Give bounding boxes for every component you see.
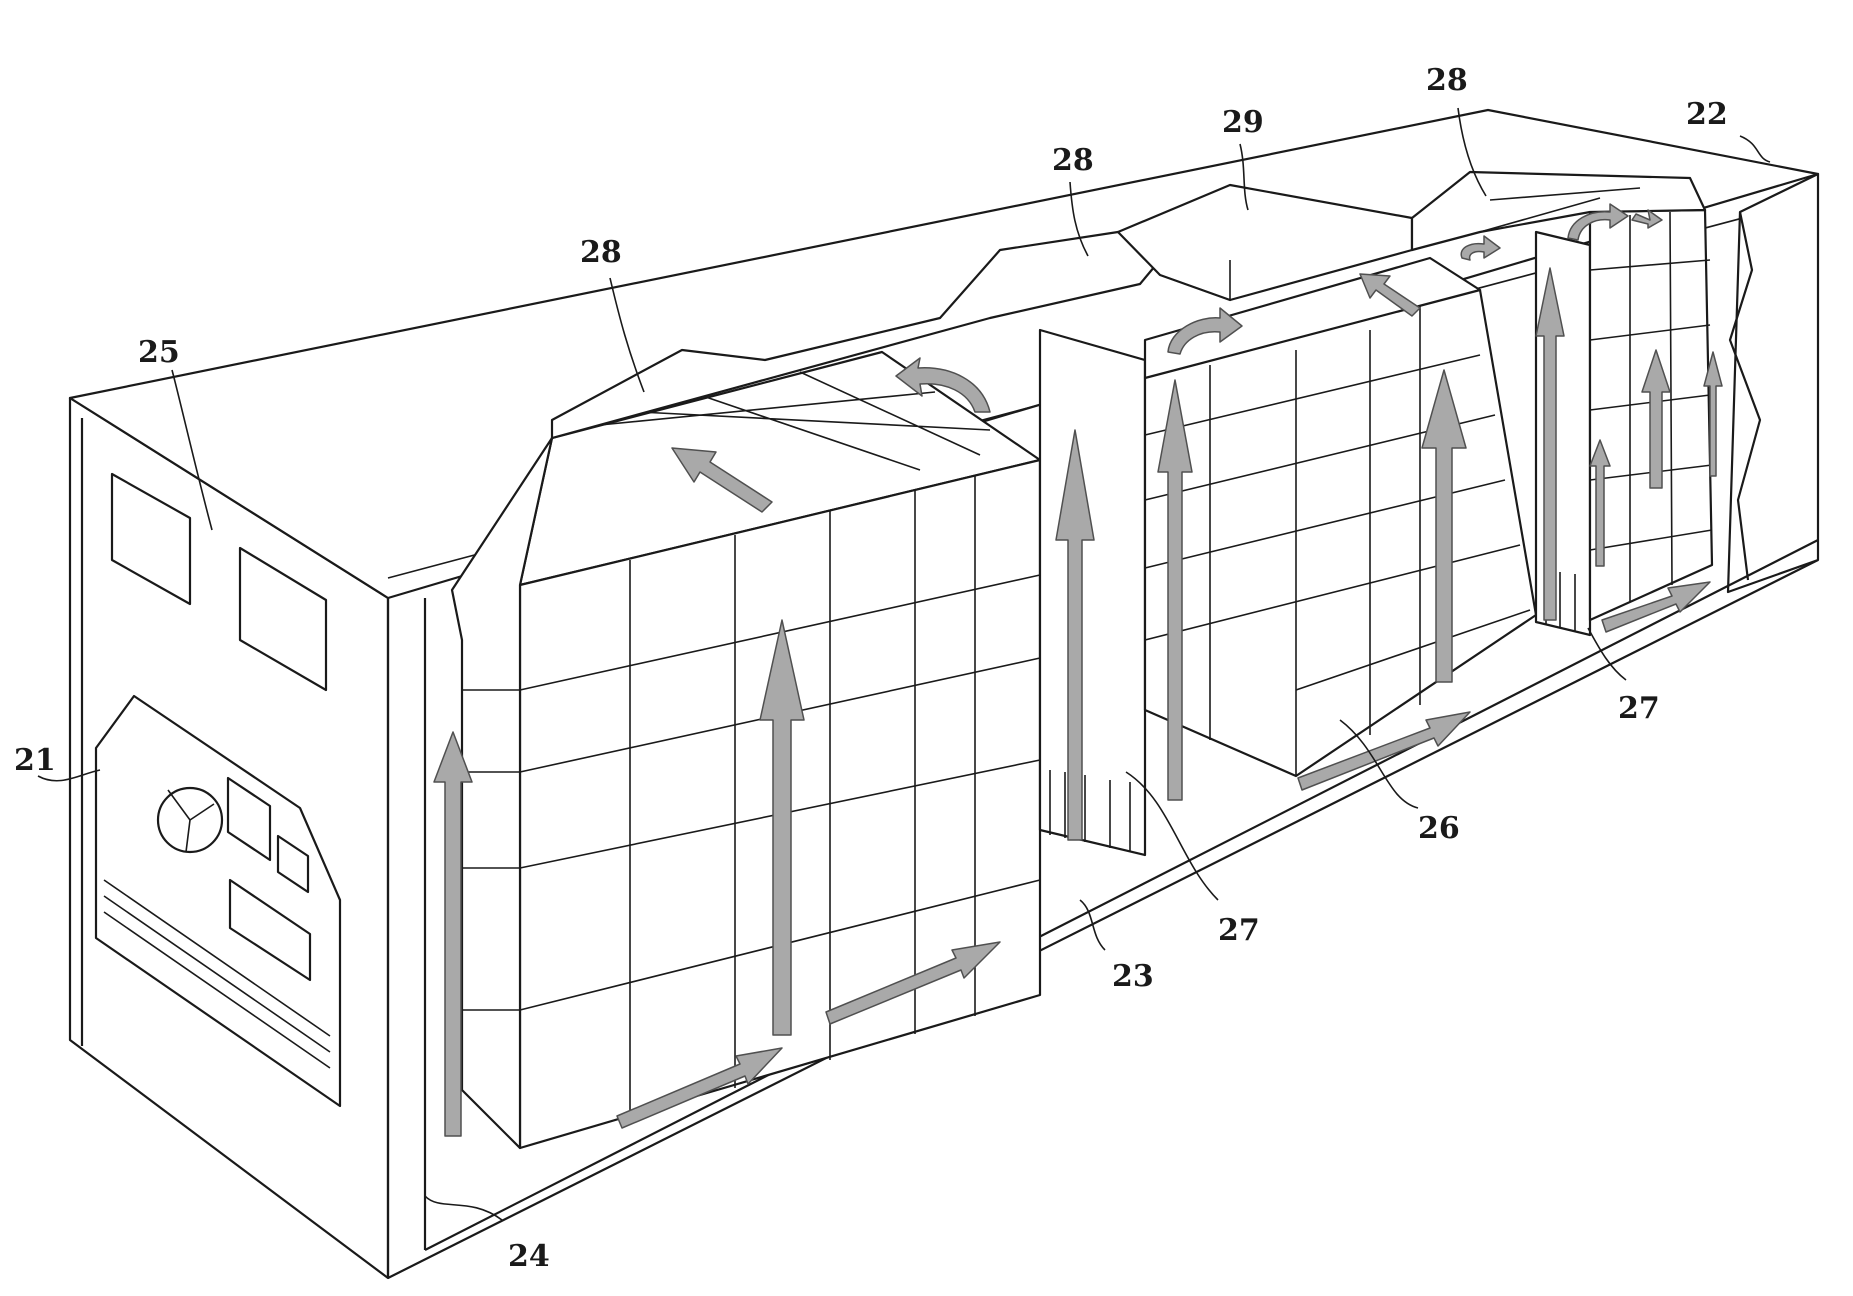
arrow-curved-icon <box>895 357 991 413</box>
arrow-up-icon <box>1703 351 1723 477</box>
arrow-up-icon <box>1157 379 1193 801</box>
leader-21 <box>37 769 101 782</box>
refrigeration-unit <box>94 472 342 1108</box>
stack1-top-grid <box>599 371 991 471</box>
divider1-slats <box>1049 770 1131 852</box>
unit-housing <box>94 694 342 1108</box>
label-21: 21 <box>14 743 56 778</box>
airflow-arrows <box>433 203 1723 1137</box>
arrow-curved-icon <box>1460 235 1501 261</box>
arrow-top-icon <box>1359 273 1421 317</box>
stack2-grid-h <box>1144 354 1531 691</box>
leader-lines <box>37 107 1771 1221</box>
label-29: 29 <box>1222 105 1264 140</box>
vent-panel-left <box>110 472 192 606</box>
leader-29 <box>1239 143 1249 211</box>
arrow-up-icon <box>1055 429 1095 841</box>
label-28-c: 28 <box>1426 63 1468 98</box>
arrow-curved-icon <box>1567 203 1629 241</box>
rear-wall-torn-edge <box>1728 211 1762 581</box>
label-28-a: 28 <box>580 235 622 270</box>
arrow-diagonal-icon <box>1601 581 1711 633</box>
stack2-grid-v <box>1209 305 1421 776</box>
control-box-c <box>228 878 312 982</box>
reference-labels: 21 22 23 24 25 26 27 27 28 28 28 29 <box>14 63 1728 1274</box>
label-22: 22 <box>1686 97 1728 132</box>
label-27-a: 27 <box>1218 913 1260 948</box>
front-frame-post <box>80 418 427 1278</box>
fan-blades <box>167 789 215 853</box>
cargo-stack-middle <box>1143 256 1538 778</box>
leader-23 <box>1079 899 1106 951</box>
stack1-grid-v <box>629 475 976 1118</box>
arrow-top-icon <box>671 447 773 513</box>
leader-27-a <box>1125 771 1219 901</box>
container-rear-end-wall <box>1726 172 1820 594</box>
cargo-stack-front <box>450 350 1042 1150</box>
leader-28-b <box>1069 181 1089 257</box>
leader-26 <box>1339 719 1419 809</box>
label-24: 24 <box>508 1239 550 1274</box>
arrow-diagonal-icon <box>1297 711 1471 791</box>
leader-22 <box>1739 135 1771 163</box>
arrow-up-icon <box>1589 439 1611 567</box>
leader-28-a <box>609 277 645 393</box>
arrow-curved-icon <box>1167 307 1243 355</box>
leader-28-c <box>1457 107 1487 197</box>
stack3-grid-v <box>1629 211 1673 602</box>
label-26: 26 <box>1418 811 1460 846</box>
label-27-b: 27 <box>1618 691 1660 726</box>
label-28-b: 28 <box>1052 143 1094 178</box>
duct-lines <box>1159 187 1641 302</box>
label-23: 23 <box>1112 959 1154 994</box>
leader-25 <box>171 369 213 531</box>
unit-grille-lines <box>103 879 331 1069</box>
container-floor-inner-edge <box>424 539 1819 1251</box>
top-air-duct <box>550 170 1707 440</box>
arrow-up-icon <box>759 619 805 1036</box>
control-box-a <box>226 776 272 862</box>
arrow-up-icon <box>1535 267 1565 621</box>
fan-icon <box>156 786 224 854</box>
arrow-up-icon <box>1641 349 1671 489</box>
control-box-b <box>276 834 310 894</box>
container-floor-edge <box>387 559 1819 1279</box>
divider1-panel <box>1038 328 1147 857</box>
arrow-up-icon <box>1421 369 1467 683</box>
vent-panel-right <box>238 546 328 692</box>
arrow-diagonal-icon <box>825 941 1001 1025</box>
arrow-curved-icon <box>1631 209 1663 229</box>
stack2-front <box>1143 288 1538 778</box>
label-25: 25 <box>138 335 180 370</box>
arrow-up-icon <box>433 731 473 1137</box>
leader-27-b <box>1587 627 1627 681</box>
ventilation-divider-1 <box>1038 328 1147 857</box>
leader-24 <box>424 1195 503 1221</box>
arrow-diagonal-icon <box>616 1047 783 1129</box>
